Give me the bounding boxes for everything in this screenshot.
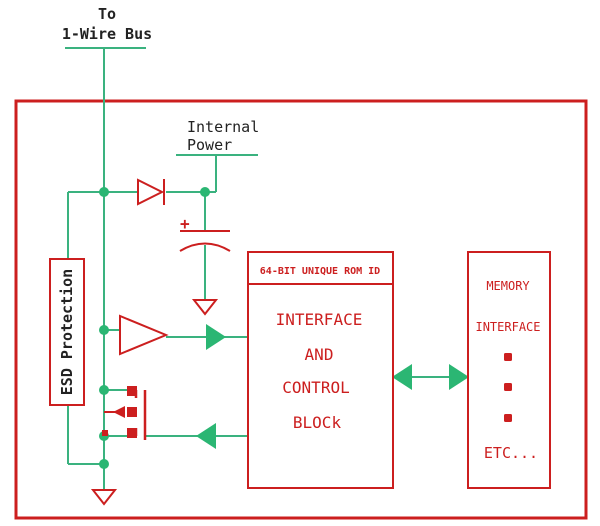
block-label-line2: AND: [305, 345, 334, 364]
arrow-right-icon: [449, 364, 469, 390]
ground-icon: [90, 489, 118, 506]
bus-label-line2: 1-Wire Bus: [62, 25, 152, 43]
buffer-symbol: [119, 314, 169, 356]
memory-ellipsis-dots: [504, 353, 512, 422]
junction-dot: [200, 187, 210, 197]
junctions: [99, 187, 210, 469]
diode-symbol: [137, 178, 165, 206]
memory-block: [467, 251, 551, 489]
junction-dot: [99, 325, 109, 335]
block-label-line4: BLOCk: [293, 413, 342, 432]
capacitor-symbol: [179, 230, 231, 252]
memory-interface-label: INTERFACE: [475, 320, 540, 334]
device-boundary: [14, 99, 588, 520]
bus-label-line1: To: [98, 5, 116, 23]
junction-dot: [99, 187, 109, 197]
junction-dot: [99, 385, 109, 395]
esd-label: ESD Protection: [58, 269, 76, 395]
block-label-line3: CONTROL: [282, 378, 349, 397]
ground-icon: [191, 299, 219, 316]
junction-dot: [99, 459, 109, 469]
arrow-left-icon: [196, 423, 216, 449]
arrow-right-icon: [206, 324, 226, 350]
capacitor-plus-label: +: [180, 214, 190, 233]
rom-id-label: 64-BIT UNIQUE ROM ID: [260, 266, 380, 277]
internal-power-label-line1: Internal: [187, 118, 259, 136]
memory-label: MEMORY: [486, 279, 530, 293]
memory-etc-label: ETC...: [484, 444, 538, 462]
signal-arrows: [196, 324, 469, 449]
transistor-symbol: [134, 390, 147, 440]
block-label-line1: INTERFACE: [276, 310, 363, 329]
esd-protection-box: [49, 258, 85, 406]
internal-power-label-line2: Power: [187, 136, 232, 154]
interface-control-block: [247, 251, 394, 489]
arrow-left-icon: [392, 364, 412, 390]
